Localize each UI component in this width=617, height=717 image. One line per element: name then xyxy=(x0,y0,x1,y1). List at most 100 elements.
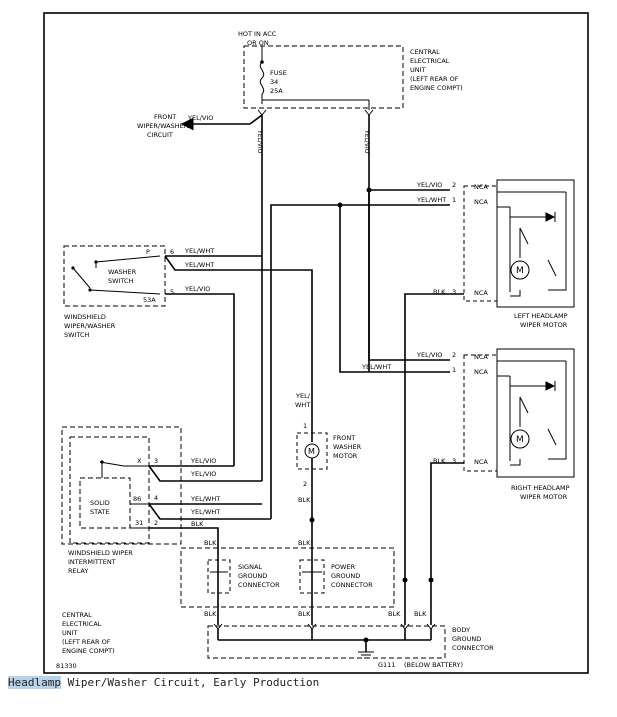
central-unit-top-desc-3: UNIT xyxy=(410,66,426,74)
central-unit-top: HOT IN ACC OR ON FUSE 34 25A CENTRAL ELE… xyxy=(238,30,463,116)
fuse-amperage: 25A xyxy=(270,87,283,95)
front-washer-label-2: WASHER xyxy=(333,443,362,451)
right-motor-label-1: RIGHT HEADLAMP xyxy=(511,484,570,492)
signal-ground-box xyxy=(207,559,231,594)
blk-label-relay-out: BLK xyxy=(204,539,217,547)
relay-wire-yelvio-1-label: YEL/VIO xyxy=(190,457,216,465)
front-washer-motor: YEL/ WHT 1 M 2 BLK FRONT WASHER MOTOR xyxy=(295,392,362,562)
switch-wire-yelwht-1-label: YEL/WHT xyxy=(184,247,214,255)
left-headlamp-motor: YEL/VIO 2 NCA YEL/WHT 1 NCA BLK 3 NCA M … xyxy=(416,179,575,329)
right-motor-nca-2: NCA xyxy=(474,353,488,361)
relay-wire-yelwht-2-label: YEL/WHT xyxy=(190,508,220,516)
right-feed-wire-label: YEL/VIO xyxy=(363,129,370,154)
left-feed-wire-label: YEL/VIO xyxy=(256,129,263,154)
relay-state-1: SOLID xyxy=(90,499,110,507)
washer-switch-name-1: WASHER xyxy=(108,268,137,276)
blk-label-motor-right: BLK xyxy=(414,610,427,618)
central-unit-top-desc-1: CENTRAL xyxy=(410,48,440,56)
yelwht-bus: YEL/WHT xyxy=(270,202,450,519)
left-motor-circle xyxy=(510,260,530,280)
washer-switch-pin-p: P xyxy=(146,248,150,256)
relay-wire-yelvio-2-label: YEL/VIO xyxy=(190,470,216,478)
blk-label-motor-left: BLK xyxy=(388,610,401,618)
washer-switch-box xyxy=(63,245,166,307)
right-motor-pin-1: 1 xyxy=(452,366,456,374)
central-unit-bottom: BLK BLK SIGNAL GROUND CONNECTOR POWER GR… xyxy=(62,539,395,655)
central-unit-bottom-desc-2: ELECTRICAL xyxy=(62,620,102,628)
switch-wire-yelwht-2-label: YEL/WHT xyxy=(184,261,214,269)
right-motor-box xyxy=(496,348,575,478)
connector-left-chevron xyxy=(257,109,267,116)
figure-id: 81330 xyxy=(56,662,77,670)
central-unit-top-desc-2: ELECTRICAL xyxy=(410,57,450,65)
right-motor-switch-1 xyxy=(519,396,529,414)
left-motor-box xyxy=(496,179,575,308)
blk-label-power-out: BLK xyxy=(298,610,311,618)
front-washer-junction xyxy=(309,517,315,523)
relay-pin-x: X xyxy=(137,457,142,465)
left-motor-pin-2: 2 xyxy=(452,181,456,189)
figure-caption: Headlamp Wiper/Washer Circuit, Early Pro… xyxy=(8,676,319,689)
connector-right-chevron xyxy=(364,109,374,116)
power-ground-label-2: GROUND xyxy=(331,572,360,580)
body-ground-label-3: CONNECTOR xyxy=(452,644,494,652)
relay-state-2: STATE xyxy=(90,508,110,516)
right-motor-diode xyxy=(545,381,556,391)
relay-pin-4: 4 xyxy=(154,494,158,502)
signal-ground-label-1: SIGNAL xyxy=(238,563,262,571)
right-motor-connector xyxy=(463,354,498,472)
right-motor-internal xyxy=(509,361,567,466)
relay-solid-state-box xyxy=(79,477,131,529)
front-washer-m: M xyxy=(308,447,315,456)
washer-switch-name-2: SWITCH xyxy=(108,277,134,285)
yelwht-branch-right xyxy=(339,205,450,373)
washer-switch-desc-1: WINDSHIELD xyxy=(64,313,106,321)
relay-switch xyxy=(99,461,125,478)
ground-point-note: (BELOW BATTERY) xyxy=(404,661,463,669)
front-washer-blk: BLK xyxy=(298,496,311,504)
left-motor-pin-1: 1 xyxy=(452,196,456,204)
switch-53a-line xyxy=(89,289,161,295)
fuse-number: 34 xyxy=(270,78,278,86)
body-ground-label-2: GROUND xyxy=(452,635,481,643)
central-unit-top-desc-4: (LEFT REAR OF xyxy=(410,75,459,83)
central-unit-bottom-box xyxy=(180,547,395,608)
central-unit-bottom-desc-3: UNIT xyxy=(62,629,78,637)
switch-wire-yelwht-2 xyxy=(164,255,313,420)
switch-lever xyxy=(72,267,91,289)
washer-switch-pin-5: 5 xyxy=(170,288,174,296)
central-unit-top-desc-5: ENGINE COMPT) xyxy=(410,84,463,92)
yelvio-branch xyxy=(368,189,450,361)
front-washer-wire-1: YEL/ xyxy=(295,392,311,400)
hot-label-1: HOT IN ACC xyxy=(238,30,277,38)
left-motor-label-1: LEFT HEADLAMP xyxy=(514,312,568,320)
power-ground-label-1: POWER xyxy=(331,563,356,571)
left-motor-pin-3: 3 xyxy=(452,288,456,296)
body-ground-box xyxy=(207,625,446,659)
switch-wire-yelvio xyxy=(165,293,235,466)
hot-label-2: OR ON xyxy=(247,39,269,47)
main-feeds: YEL/VIO YEL/VIO xyxy=(256,115,372,481)
relay-pin-3: 3 xyxy=(154,457,158,465)
relay-desc-2: INTERMITTENT xyxy=(68,558,116,566)
front-wiper-circuit: YEL/VIO FRONT WIPER/WASHER CIRCUIT xyxy=(137,113,263,139)
relay-outer-box xyxy=(61,426,182,545)
relay-wire-yelwht-1-label: YEL/WHT xyxy=(190,495,220,503)
ground-symbol xyxy=(358,651,374,659)
left-motor-diode xyxy=(545,212,556,222)
relay-wire-yelwht-2 xyxy=(148,503,271,520)
right-motor-wire-3-label: BLK xyxy=(433,457,446,465)
relay-pin-86: 86 xyxy=(133,495,141,503)
left-motor-nca-3: NCA xyxy=(474,289,488,297)
central-unit-bottom-desc-5: ENGINE COMPT) xyxy=(62,647,115,655)
central-unit-bottom-desc-1: CENTRAL xyxy=(62,611,92,619)
central-unit-bottom-desc-4: (LEFT REAR OF xyxy=(62,638,111,646)
motor-ground-wires: BLK BLK xyxy=(388,293,464,625)
front-circuit-label-1: FRONT xyxy=(154,113,176,121)
relay-pin-2: 2 xyxy=(154,519,158,527)
relay-pin-31: 31 xyxy=(135,519,143,527)
front-washer-label-1: FRONT xyxy=(333,434,355,442)
yelwht-bus-wire xyxy=(270,204,450,519)
left-motor-connector xyxy=(463,185,498,302)
